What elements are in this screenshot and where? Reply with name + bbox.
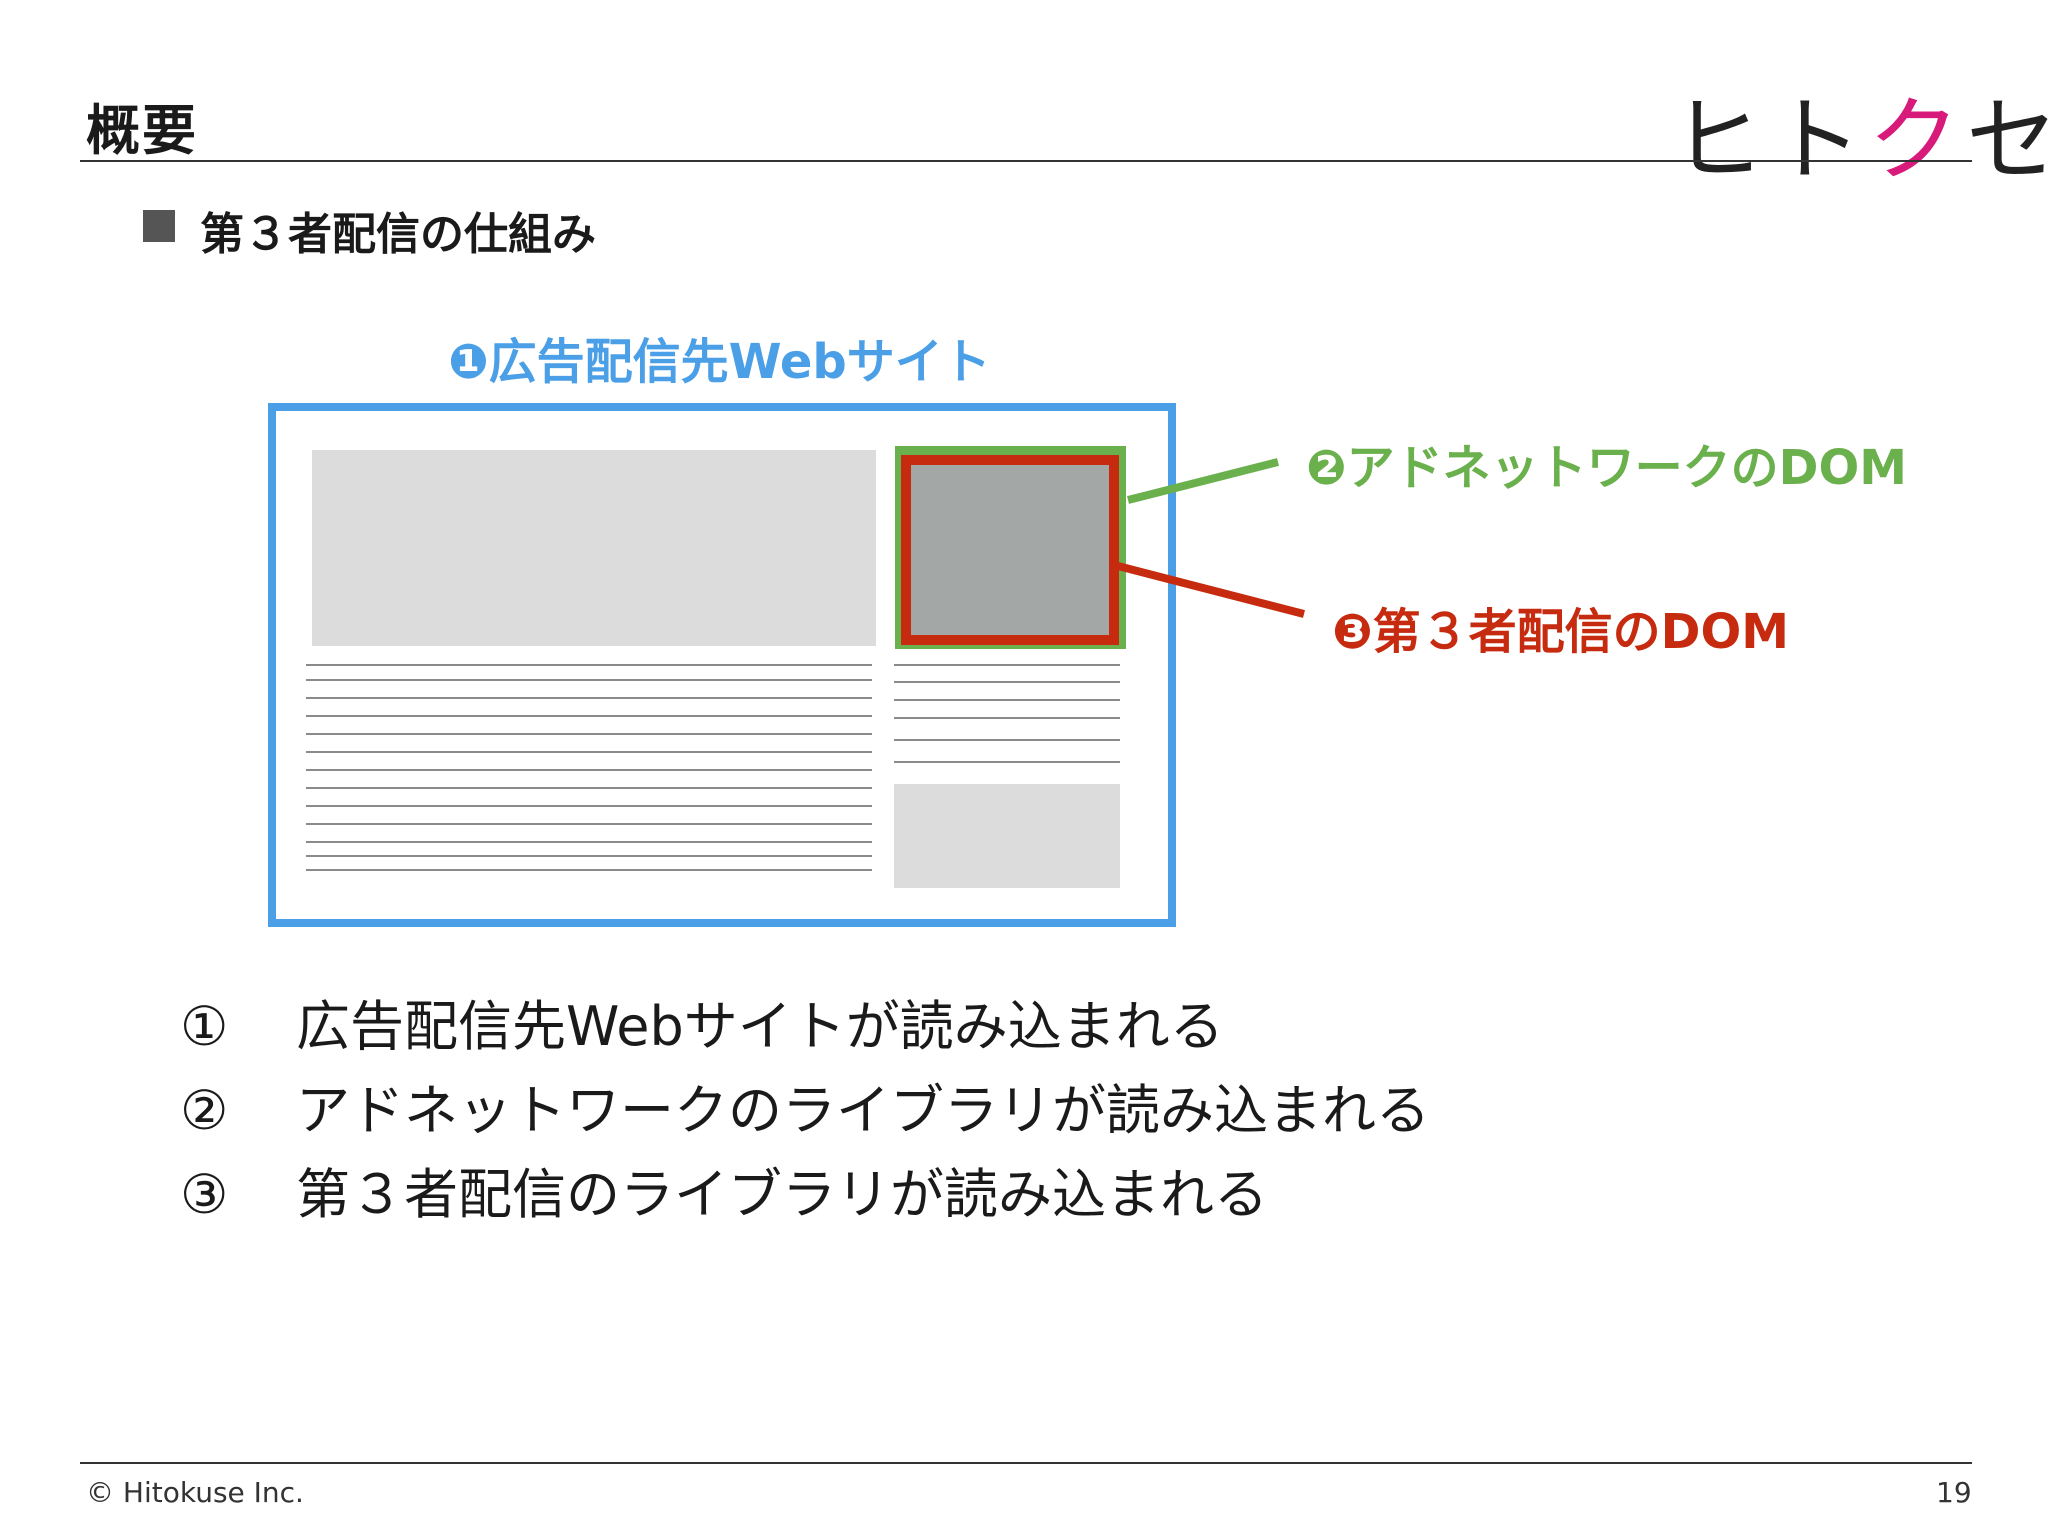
- step-text: 広告配信先Webサイトが読み込まれる: [296, 995, 1224, 1058]
- content-image-placeholder: [312, 450, 876, 646]
- section-bullet-icon: [143, 210, 175, 242]
- sidebar-text-lines: [894, 664, 1120, 763]
- page-number: 19: [1936, 1476, 1972, 1509]
- step-number: ③: [180, 1163, 229, 1226]
- logo-text-post: セ: [1966, 87, 2048, 194]
- sidebar-block-placeholder: [894, 784, 1120, 888]
- label-site: ❶広告配信先Webサイト: [448, 334, 991, 390]
- section-title: 第３者配信の仕組み: [200, 209, 596, 260]
- label-thirdparty: ❸第３者配信のDOM: [1332, 604, 1790, 660]
- step-number: ①: [180, 995, 229, 1058]
- step-item-2: ② アドネットワークのライブラリが読み込まれる: [180, 1066, 1430, 1145]
- company-logo: ヒトクセ: [1672, 66, 2048, 199]
- step-item-1: ① 広告配信先Webサイトが読み込まれる: [180, 982, 1224, 1061]
- header-divider: [80, 160, 1972, 162]
- content-text-lines: [306, 664, 872, 871]
- logo-text-accent: ク: [1868, 87, 1967, 194]
- thirdparty-dom-box: [901, 455, 1119, 645]
- logo-text-pre: ヒト: [1672, 87, 1869, 194]
- copyright: © Hitokuse Inc.: [86, 1476, 304, 1509]
- step-text: アドネットワークのライブラリが読み込まれる: [296, 1079, 1430, 1142]
- label-adnetwork: ❷アドネットワークのDOM: [1306, 440, 1908, 496]
- adnetwork-connector: [1127, 458, 1279, 504]
- step-item-3: ③ 第３者配信のライブラリが読み込まれる: [180, 1150, 1268, 1229]
- slide-title: 概要: [86, 99, 198, 162]
- step-number: ②: [180, 1079, 229, 1142]
- thirdparty-connector: [1117, 562, 1305, 618]
- footer-divider: [80, 1462, 1972, 1464]
- step-text: 第３者配信のライブラリが読み込まれる: [296, 1163, 1268, 1226]
